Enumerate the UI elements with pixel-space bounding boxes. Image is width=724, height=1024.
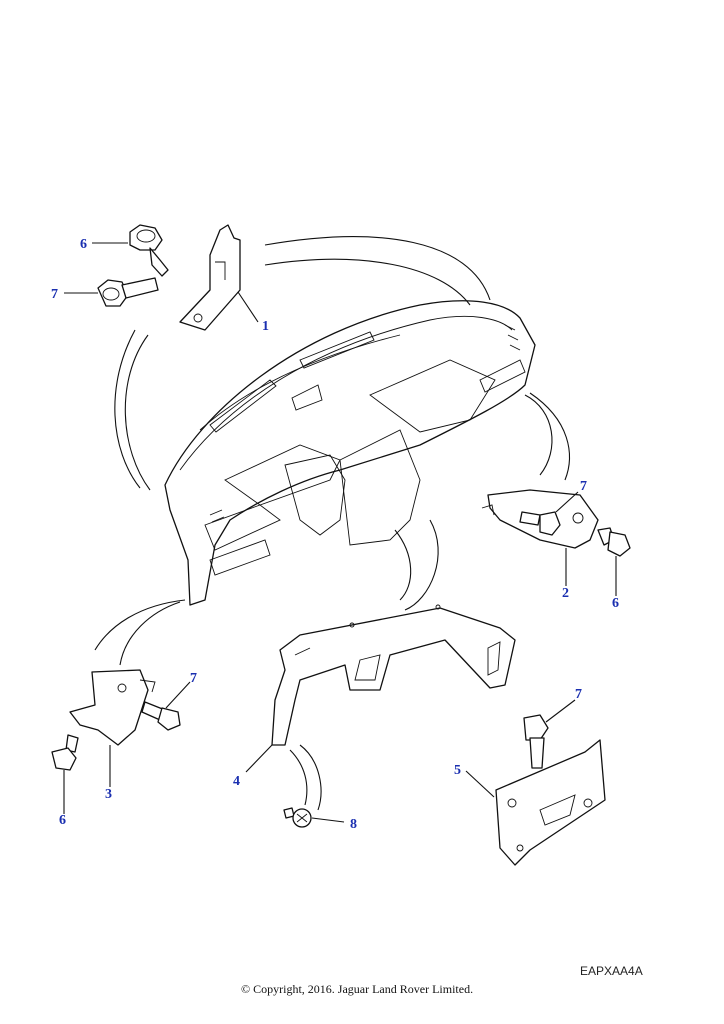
callout-7-right: 7 — [580, 479, 587, 494]
callout-6-right: 6 — [612, 596, 619, 611]
callout-7-lower: 7 — [575, 687, 582, 702]
callout-leaders — [63, 242, 617, 823]
leader-arcs — [94, 236, 570, 811]
bolt-part-7-top — [97, 277, 159, 307]
callout-5: 5 — [454, 763, 461, 778]
bracket-part-5 — [495, 739, 606, 866]
callout-6-top: 6 — [80, 237, 87, 252]
callout-7-left: 7 — [190, 671, 197, 686]
bolt-part-6-right — [597, 527, 631, 557]
bolt-part-7-lower — [523, 714, 549, 769]
callout-3: 3 — [105, 787, 112, 802]
bolt-part-7-left — [141, 701, 181, 731]
bolt-part-7-right — [519, 511, 561, 536]
bracket-part-1 — [179, 224, 241, 331]
callout-2: 2 — [562, 586, 569, 601]
instrument-panel — [164, 300, 536, 606]
callout-8: 8 — [350, 817, 357, 832]
callout-7-top: 7 — [51, 287, 58, 302]
screw-part-8 — [283, 807, 312, 828]
bolt-part-6-top — [129, 224, 169, 277]
callout-1: 1 — [262, 319, 269, 334]
callout-6-left: 6 — [59, 813, 66, 828]
bolt-part-6-left — [51, 734, 79, 771]
bracket-part-4 — [271, 604, 516, 746]
callout-4: 4 — [233, 774, 240, 789]
bracket-part-3 — [69, 669, 156, 746]
drawing-code: EAPXAA4A — [580, 964, 643, 978]
copyright-notice: © Copyright, 2016. Jaguar Land Rover Lim… — [241, 982, 473, 996]
